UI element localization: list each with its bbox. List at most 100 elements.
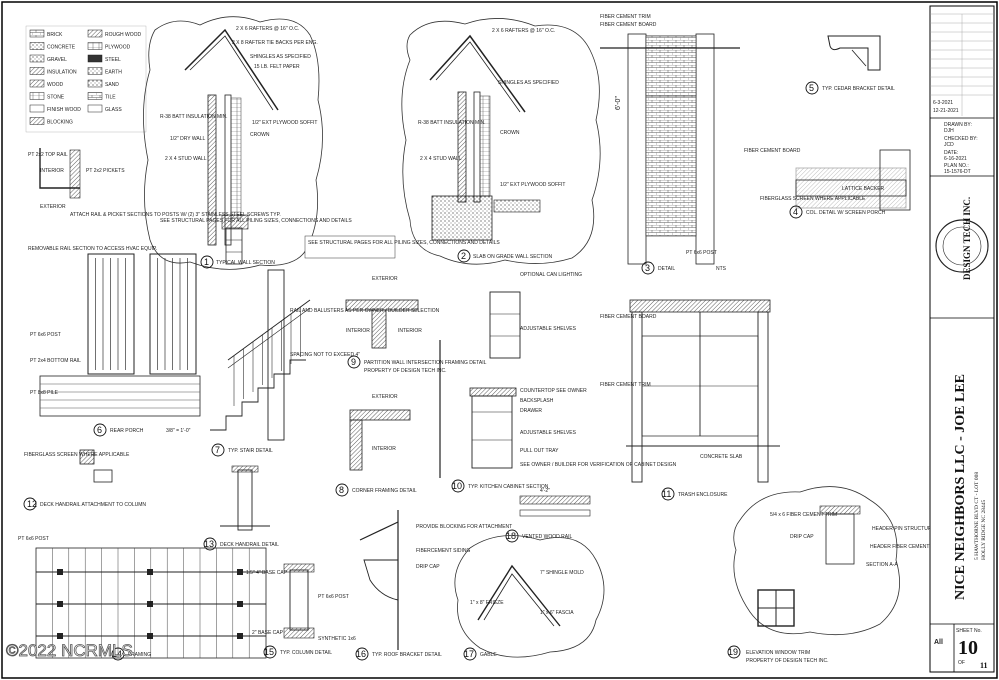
pickets-label: PT 2x2 PICKETS [86,168,125,174]
legend-swatch [87,29,103,38]
legend-swatch [87,54,103,63]
detail-2-crown: CROWN [500,130,520,136]
detail-10-title: TYP. KITCHEN CABINET SECTION [468,484,549,490]
detail-12-screen: FIBERGLASS SCREEN WHERE APPLICABLE [24,452,130,458]
crown-label: CROWN [250,132,270,138]
sheet-number: 10 [958,637,978,659]
attach-rail-label: ATTACH RAIL & PICKET SECTIONS TO POSTS W… [70,212,281,218]
base-cap-label: 2" BASE CAP [252,630,284,636]
plan-no-value: 15-1576-DT [944,169,971,175]
legend-swatch [29,29,45,38]
detail-14-number: 14 [112,649,122,659]
detail-15-title: TYP. COLUMN DETAIL [280,650,332,656]
can-lighting-label: OPTIONAL CAN LIGHTING [520,272,582,278]
pt-post-label: PT 6x6 POST [30,332,61,338]
rafters-label: 2 X 6 RAFTERS @ 16" O.C. [236,26,299,32]
detail-4-title: COL. DETAIL W/ SCREEN PORCH [806,210,886,216]
drawn-by-value: DJH [944,128,954,134]
detail-17-number: 17 [464,649,474,659]
plan-no-label: PLAN NO.: [944,163,969,169]
detail-6-rear-porch: PT 2x2 TOP RAIL PT 2x2 PICKETS INTERIOR … [28,148,281,437]
header-pin-label: HEADER PIN STRUCTURE [872,526,935,532]
legend-label: TILE [105,95,116,101]
project-address-2: HOLLY RIDGE NC 28445 [981,500,987,560]
detail-7-title: TYP. STAIR DETAIL [228,448,273,454]
backsplash-label: BACKSPLASH [520,398,554,404]
detail-3-post: PT 6x6 POST [686,250,717,256]
revision-table [930,13,994,116]
detail-7-stair: RAIL AND BALUSTERS AS PER OWNER / BUILDE… [210,269,440,457]
sheet-number-label: SHEET No. [956,628,982,634]
blocking-label: PROVIDE BLOCKING FOR ATTACHMENT [416,524,512,530]
shelves-label: ADJUSTABLE SHELVES [520,326,577,332]
legend-label: GRAVEL [47,57,67,63]
detail-13-title: DECK HANDRAIL DETAIL [220,542,279,548]
legend-label: EARTH [105,70,122,76]
legend-label: STEEL [105,57,121,63]
interior-label-6: INTERIOR [40,168,64,174]
stair-rail-note: RAIL AND BALUSTERS AS PER OWNER / BUILDE… [290,308,440,314]
project-address-1: 5 HAWTHORNE BLVD CT - LOT 008 [974,472,980,560]
legend-label: ROUGH WOOD [105,32,141,38]
gable-fascia-label: 1" x 6" FASCIA [540,610,574,616]
revision-date-2: 12-21-2021 [933,108,959,114]
column-cap-label: 1.5" 4" BASE CAP [246,570,288,576]
detail-2-stud: 2 X 4 STUD WALL [420,156,462,162]
detail-6-scale: 3/8" = 1'-0" [166,428,191,434]
firm-logo-text: DESIGN TECH INC. [962,197,972,280]
shingles-label: SHINGLES AS SPECIFIED [250,54,311,60]
legend-swatch [87,42,103,50]
exterior-label-6: EXTERIOR [40,204,66,210]
mls-watermark: ©2022 NCRMLS [6,641,133,660]
detail-2-number: 2 [461,251,466,261]
detail-11-number: 11 [662,489,671,499]
checked-by-label: CHECKED BY: [944,136,978,142]
detail-3-board-label: FIBER CEMENT BOARD [744,148,801,154]
detail-11-fc-trim: FIBER CEMENT TRIM [600,382,651,388]
detail-11-fc: FIBER CEMENT BOARD [600,314,657,320]
revision-date-1: 6-3-2021 [933,100,953,106]
structural-note-text: SEE STRUCTURAL PAGES FOR ALL PILING SIZE… [308,240,500,246]
detail-10-number: 10 [452,481,462,491]
sheet-total: 11 [980,661,988,670]
detail-13-number: 13 [204,539,214,549]
detail-8-exterior: EXTERIOR [372,394,398,400]
detail-4-lattice: LATTICE BACKER [842,186,885,192]
detail-19-number: 19 [728,647,738,657]
gable-frieze-label: 1" x 8" FRIEZE [470,600,504,606]
pile-marker [147,569,153,575]
detail-2-insulation: R-38 BATT INSULATION MIN. [418,120,486,126]
detail-9-exterior: EXTERIOR [372,276,398,282]
detail-9-title: PARTITION WALL INTERSECTION FRAMING DETA… [364,360,487,366]
firm-logo-seal [935,219,989,273]
date-value: 6-16-2021 [944,156,967,162]
detail-9-interior-b: INTERIOR [398,328,422,334]
detail-14-framing: PT 6x6 POST 14 FRAMING [18,536,267,661]
fc-siding-label: FIBERCEMENT SIDING [416,548,470,554]
date-label: DATE: [944,150,958,156]
detail-11-title: TRASH ENCLOSURE [678,492,728,498]
structural-sheets-label: SEE STRUCTURAL PAGES FOR ALL PILING SIZE… [160,218,352,224]
detail-5-bracket: 5 TYP. CEDAR BRACKET DETAIL [805,35,895,95]
legend-swatch [29,117,45,125]
detail-15-column: 1.5" 4" BASE CAP PT 6x6 POST 2" BASE CAP… [246,563,356,659]
detail-11-trash-enclosure: FIBER CEMENT BOARD FIBER CEMENT TRIM CON… [600,299,780,501]
detail-8-number: 8 [339,485,344,495]
detail-3-column-elevation: FIBER CEMENT TRIM FIBER CEMENT BOARD FIB… [600,14,801,275]
legend-label: GLASS [105,107,122,113]
detail-16-roof-bracket: PROVIDE BLOCKING FOR ATTACHMENT FIBERCEM… [355,510,512,661]
removable-rail-label: REMOVABLE RAIL SECTION TO ACCESS HVAC EQ… [28,246,157,252]
detail-12-handrail-attach: FIBERGLASS SCREEN WHERE APPLICABLE 12 DE… [23,449,146,511]
detail-1-title: TYPICAL WALL SECTION [216,260,275,266]
drip-cap-label: DRIP CAP [416,564,440,570]
detail-2-rafters: 2 X 6 RAFTERS @ 16" O.C. [492,28,555,34]
legend-swatch [29,104,45,113]
legend-label: STONE [47,95,65,101]
pt-pile-label: PT 8x8 PILE [30,390,59,396]
detail-1-wall-section: 2 X 6 RAFTERS @ 16" O.C. 2 X 8 RAFTER TI… [143,16,352,270]
drawer-label: DRAWER [520,408,542,414]
pile-marker [237,601,243,607]
detail-3-fc-board: FIBER CEMENT BOARD [600,22,657,28]
legend-label: PLYWOOD [105,45,131,51]
